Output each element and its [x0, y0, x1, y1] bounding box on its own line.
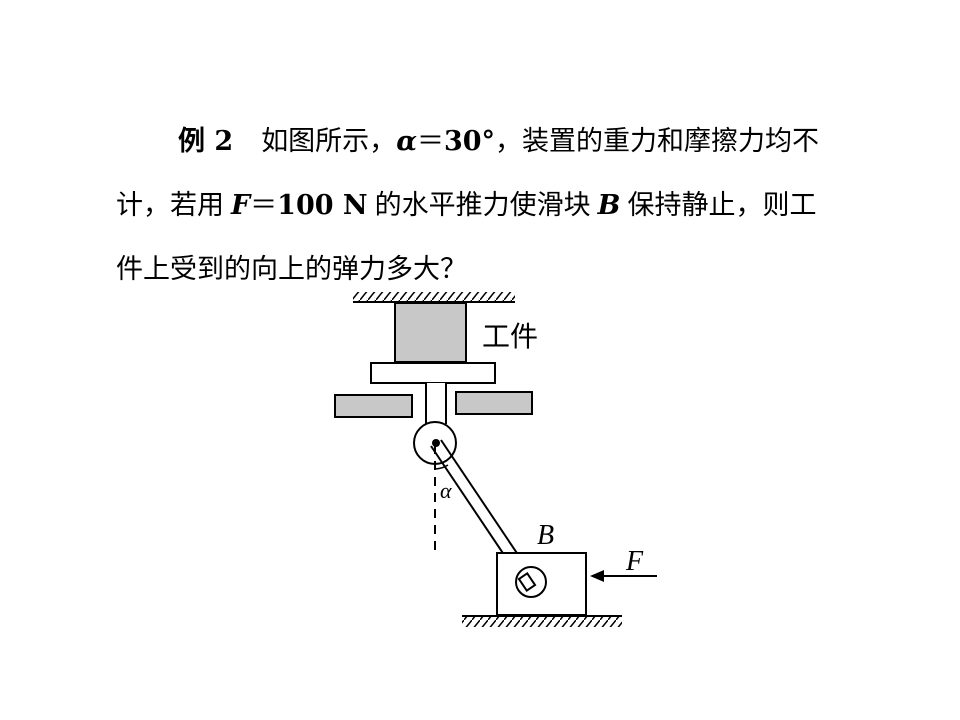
pivot-pin — [432, 439, 440, 447]
problem-line-3: 件上受到的向上的弹力多大？ — [116, 238, 886, 302]
line3-text: 件上受到的向上的弹力多大？ — [116, 254, 467, 285]
line1-rest: ，装置的重力和摩擦力均不 — [495, 126, 820, 157]
line2-start: 计，若用 — [116, 190, 224, 221]
force-value: 100 N — [277, 190, 368, 221]
force-arrow — [590, 570, 657, 582]
block-symbol: B — [597, 190, 621, 221]
problem-line-1: 例 2 如图所示，α＝30°，装置的重力和摩擦力均不 — [116, 110, 886, 174]
force-label: F — [625, 546, 644, 577]
workpiece-label: 工件 — [482, 320, 538, 353]
alpha-symbol: α — [396, 126, 417, 157]
lower-pin — [517, 572, 537, 592]
ceiling-support — [353, 292, 515, 303]
line2-mid: 的水平推力使滑块 — [374, 190, 591, 221]
angle-label: α — [440, 478, 452, 503]
block-label: B — [537, 520, 554, 551]
angle-arc — [434, 464, 449, 470]
line2-end: 保持静止，则工 — [627, 190, 817, 221]
intro-text: 如图所示， — [261, 126, 397, 157]
angle-value: 30° — [443, 126, 496, 157]
floor-support — [462, 615, 622, 627]
example-label: 例 2 — [178, 126, 234, 157]
left-guide — [334, 394, 413, 418]
equals-sign: ＝ — [416, 126, 444, 157]
equals-sign-2: ＝ — [250, 190, 278, 221]
right-guide — [455, 391, 533, 415]
force-symbol: F — [231, 190, 251, 221]
plunger-plate — [370, 362, 496, 384]
workpiece-block — [394, 302, 467, 363]
plunger-stem — [426, 383, 446, 424]
